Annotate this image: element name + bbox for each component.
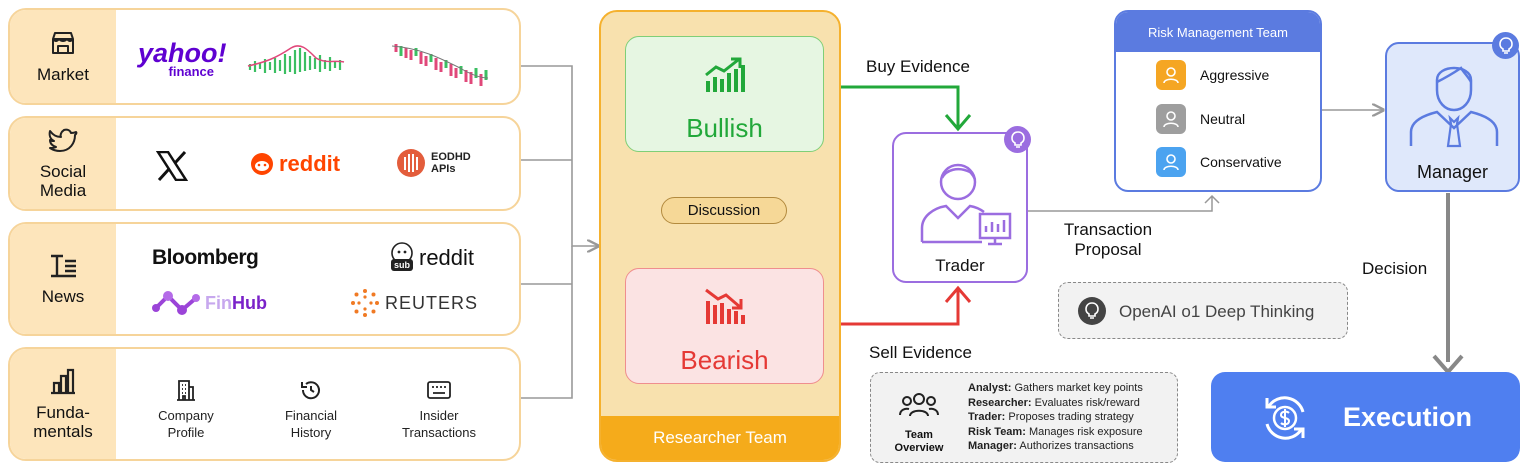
social-label-line2: Media: [39, 180, 87, 200]
insider-transactions-item: Insider Transactions: [384, 379, 494, 441]
twitter-bird-icon: [48, 128, 78, 152]
trader-person-icon: [920, 163, 1012, 246]
volume-chart-icon: [247, 45, 345, 74]
lightbulb-icon: [1085, 302, 1099, 319]
decision-label: Decision: [1362, 259, 1428, 278]
buy-evidence-label: Buy Evidence: [866, 57, 970, 76]
neutral-user-icon: [1156, 104, 1186, 134]
sell-evidence-arrow: [824, 290, 960, 326]
x-logo-icon: [156, 151, 188, 181]
team-group-icon: [899, 393, 939, 417]
risk-member-conservative: Conservative: [1156, 147, 1282, 177]
reddit-logo: reddit: [250, 151, 340, 177]
company-profile-item: Company Profile: [131, 379, 241, 441]
news-analyst-row: News Bloomberg sub reddit FinHub REUTERS: [8, 222, 521, 336]
social-label-panel: Social Media: [10, 118, 116, 209]
team-overview-title: Team Overview: [894, 429, 944, 454]
overview-row-analyst: Analyst: Gathers market key points: [968, 382, 1143, 394]
lightbulb-icon: [1010, 130, 1025, 148]
conservative-user-icon: [1156, 147, 1186, 177]
aggressive-user-icon: [1156, 60, 1186, 90]
history-icon: [301, 381, 320, 400]
keyboard-icon: [427, 381, 451, 399]
discussion-badge: Discussion: [661, 197, 787, 224]
bearish-researcher-box: Bearish: [625, 268, 824, 384]
bullish-researcher-box: Bullish: [625, 36, 824, 152]
market-connector: [521, 65, 598, 246]
yahoo-finance-logo: yahoo! finance: [138, 38, 227, 79]
overview-row-researcher: Researcher: Evaluates risk/reward: [968, 396, 1140, 409]
fundamentals-label-panel: Funda- mentals: [10, 349, 116, 459]
transaction-proposal-label: Transaction Proposal: [1063, 220, 1153, 259]
dollar-cycle-icon: [1265, 396, 1305, 440]
reddit-alien-icon: [251, 153, 273, 175]
eodhd-flame-icon: [397, 149, 425, 177]
fundamentals-label-line2: mentals: [33, 422, 93, 441]
overview-row-manager: Manager: Authorizes transactions: [968, 440, 1134, 452]
risk-member-aggressive: Aggressive: [1156, 60, 1269, 90]
overview-row-trader: Trader: Proposes trading strategy: [968, 411, 1134, 423]
proposal-arrow: [1028, 194, 1220, 212]
finhub-nodes-icon: [152, 291, 200, 315]
subreddit-badge: sub: [391, 259, 414, 271]
bearish-chart-icon: [705, 288, 745, 324]
candlestick-chart-icon: [391, 44, 489, 86]
execution-label: Execution: [1343, 402, 1473, 432]
risk-management-team-box: Risk Management Team Aggressive Neutral …: [1114, 10, 1322, 192]
fundamentals-connector: [521, 246, 573, 399]
manager-label: Manager: [1416, 162, 1489, 182]
trader-deep-thinking-badge: [1004, 126, 1031, 153]
market-label: Market: [37, 65, 89, 84]
trader-box: Trader: [892, 132, 1028, 283]
store-icon: [52, 32, 74, 54]
deep-thinking-legend: OpenAI o1 Deep Thinking: [1058, 282, 1348, 339]
news-label-panel: News: [10, 224, 116, 334]
sell-evidence-label: Sell Evidence: [869, 343, 973, 362]
risk-team-title: Risk Management Team: [1116, 12, 1320, 52]
social-label-line1: Social: [39, 161, 87, 181]
eodhd-logo: EODHD APIs: [396, 148, 471, 178]
reuters-dots-icon: [351, 289, 379, 317]
news-label: News: [41, 286, 85, 306]
manager-deep-thinking-badge: [1492, 32, 1519, 59]
market-label-panel: Market: [10, 10, 116, 103]
bullish-chart-icon: [705, 57, 745, 92]
lightbulb-icon: [1498, 36, 1513, 54]
manager-person-icon: [1409, 66, 1499, 148]
team-overview-panel: Team Overview Analyst: Gathers market ke…: [870, 372, 1178, 463]
manager-box: Manager: [1385, 42, 1520, 192]
social-media-analyst-row: Social Media reddit EODHD APIs: [8, 116, 521, 211]
overview-row-risk-team: Risk Team: Manages risk exposure: [968, 425, 1143, 438]
deep-thinking-bulb-badge: [1078, 297, 1106, 325]
deep-thinking-label: OpenAI o1 Deep Thinking: [1119, 302, 1315, 321]
fundamentals-label-line1: Funda-: [36, 403, 90, 422]
market-analyst-row: Market yahoo! finance: [8, 8, 521, 105]
fundamentals-analyst-row: Funda- mentals Company Profile Financial…: [8, 347, 521, 461]
execution-box: Execution: [1211, 372, 1520, 462]
risk-member-neutral: Neutral: [1156, 104, 1245, 134]
bearish-label: Bearish: [680, 345, 769, 375]
trader-label: Trader: [935, 256, 985, 275]
bloomberg-logo: Bloomberg: [152, 246, 259, 269]
bullish-label: Bullish: [686, 113, 763, 143]
financial-history-item: Financial History: [256, 379, 366, 441]
building-icon: [177, 380, 195, 401]
newspaper-text-icon: [51, 254, 76, 277]
finhub-logo: FinHub: [152, 288, 267, 318]
bar-chart-icon: [51, 368, 75, 395]
subreddit-logo: sub reddit: [390, 242, 474, 274]
reuters-logo: REUTERS: [350, 288, 478, 318]
buy-evidence-arrow: [824, 85, 960, 127]
researcher-team-label: Researcher Team: [601, 416, 839, 460]
